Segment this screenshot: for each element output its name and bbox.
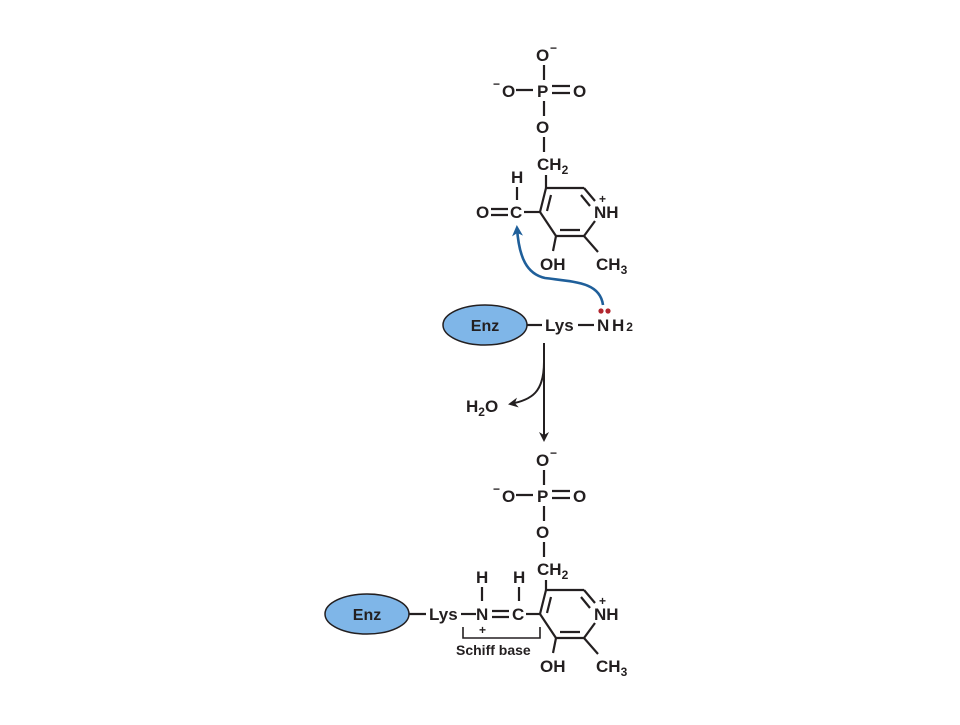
bottom-ch3-label: CH3 (596, 657, 628, 679)
schiff-base-bracket (462, 627, 541, 639)
bottom-phosphate-o-top: O (536, 451, 549, 470)
bottom-enzyme-label: Enz (353, 607, 381, 624)
bottom-schiff-base-molecule: O − − O P O O CH2 (324, 446, 628, 679)
ring-bond-n-c2-b (583, 622, 596, 639)
top-ch2-subscript: 2 (562, 163, 569, 177)
water-subscript: 2 (478, 405, 485, 419)
top-phosphate-group: O − − O P O O (493, 41, 586, 152)
top-ch3-subscript: 3 (621, 263, 628, 277)
top-aldehyde-c: C (510, 203, 522, 222)
top-ring-nh: NH (594, 203, 619, 222)
bottom-n-h: H (476, 568, 488, 587)
bottom-oh: OH (540, 657, 566, 676)
bond-ring-ch3-b (583, 637, 599, 655)
ring-bond-c3-c4-b (539, 613, 557, 639)
bottom-ch3-subscript: 3 (621, 665, 628, 679)
ring-bond-n-c2 (583, 220, 596, 237)
top-ch2-c: CH (537, 155, 562, 174)
bottom-imine-n-charge: + (479, 623, 486, 637)
top-ring-n-charge: + (599, 192, 606, 206)
top-aldehyde-o: O (476, 203, 489, 222)
top-lys-h: H (612, 316, 624, 335)
bottom-ch2-c: CH (537, 560, 562, 579)
bond-ring-oh (551, 235, 558, 252)
bottom-lys-label: Lys (429, 605, 458, 624)
ring-bond-c4-c5-b (538, 589, 548, 615)
bottom-phosphate-p: P (537, 487, 548, 506)
ring-bond-c4-c5 (538, 187, 548, 213)
top-ch2-label: CH2 (537, 155, 569, 177)
ring-bond-c3-c4 (539, 211, 557, 237)
top-phosphate-o-right: O (573, 82, 586, 101)
top-phosphate-p: P (537, 82, 548, 101)
water-release-arrow (508, 361, 545, 408)
top-enzyme-label: Enz (471, 318, 499, 335)
top-phosphate-o-left-charge: − (493, 77, 500, 91)
bottom-phosphate-o-link: O (536, 523, 549, 542)
bottom-imine-c: C (512, 605, 524, 624)
bottom-phosphate-o-right: O (573, 487, 586, 506)
top-phosphate-o-left: O (502, 82, 515, 101)
ring-bond-c6-n-b (583, 589, 596, 604)
bottom-phosphate-o-left: O (502, 487, 515, 506)
top-oh: OH (540, 255, 566, 274)
top-phosphate-o-link: O (536, 118, 549, 137)
top-phosphate-o-top: O (536, 46, 549, 65)
top-ch3-label: CH3 (596, 255, 628, 277)
ring-bond-c4-c5-inner (545, 194, 553, 212)
water-o: O (485, 397, 498, 416)
top-pyridine-ring (538, 186, 596, 238)
bottom-ring-n-charge: + (599, 594, 606, 608)
top-aldehyde-h: H (511, 168, 523, 187)
bond-ring-oh-b (551, 637, 558, 654)
lone-pair-dot-right (605, 308, 611, 314)
ring-bond-c6-n (583, 187, 596, 202)
bond-ring-ch3 (583, 235, 599, 253)
bottom-phosphate-o-top-charge: − (550, 446, 557, 460)
top-lys-n: N (597, 316, 609, 335)
ring-bond-c6-n-inner (580, 194, 591, 207)
top-ch3-c: CH (596, 255, 621, 274)
bottom-ch3-c: CH (596, 657, 621, 676)
water-h: H (466, 397, 478, 416)
water-label: H2O (466, 397, 498, 419)
bottom-ch2-label: CH2 (537, 560, 569, 582)
schiff-base-label: Schiff base (456, 642, 531, 658)
bottom-pyridine-ring (538, 588, 596, 640)
lone-pair-dot-left (598, 308, 604, 314)
bottom-phosphate-group: O − − O P O O (493, 446, 586, 557)
top-lys-label: Lys (545, 316, 574, 335)
bottom-ch2-subscript: 2 (562, 568, 569, 582)
top-lys-h-subscript: 2 (626, 320, 633, 334)
bottom-ring-nh: NH (594, 605, 619, 624)
ring-bond-c6-n-inner-b (580, 596, 591, 609)
top-plp-molecule: O − − O P O O CH2 (476, 41, 628, 277)
bottom-c-h: H (513, 568, 525, 587)
bottom-phosphate-o-left-charge: − (493, 482, 500, 496)
nucleophilic-attack-arrow (512, 225, 605, 306)
ring-bond-c4-c5-inner-b (545, 596, 553, 614)
top-phosphate-o-top-charge: − (550, 41, 557, 55)
bottom-imine-n: N (476, 605, 488, 624)
